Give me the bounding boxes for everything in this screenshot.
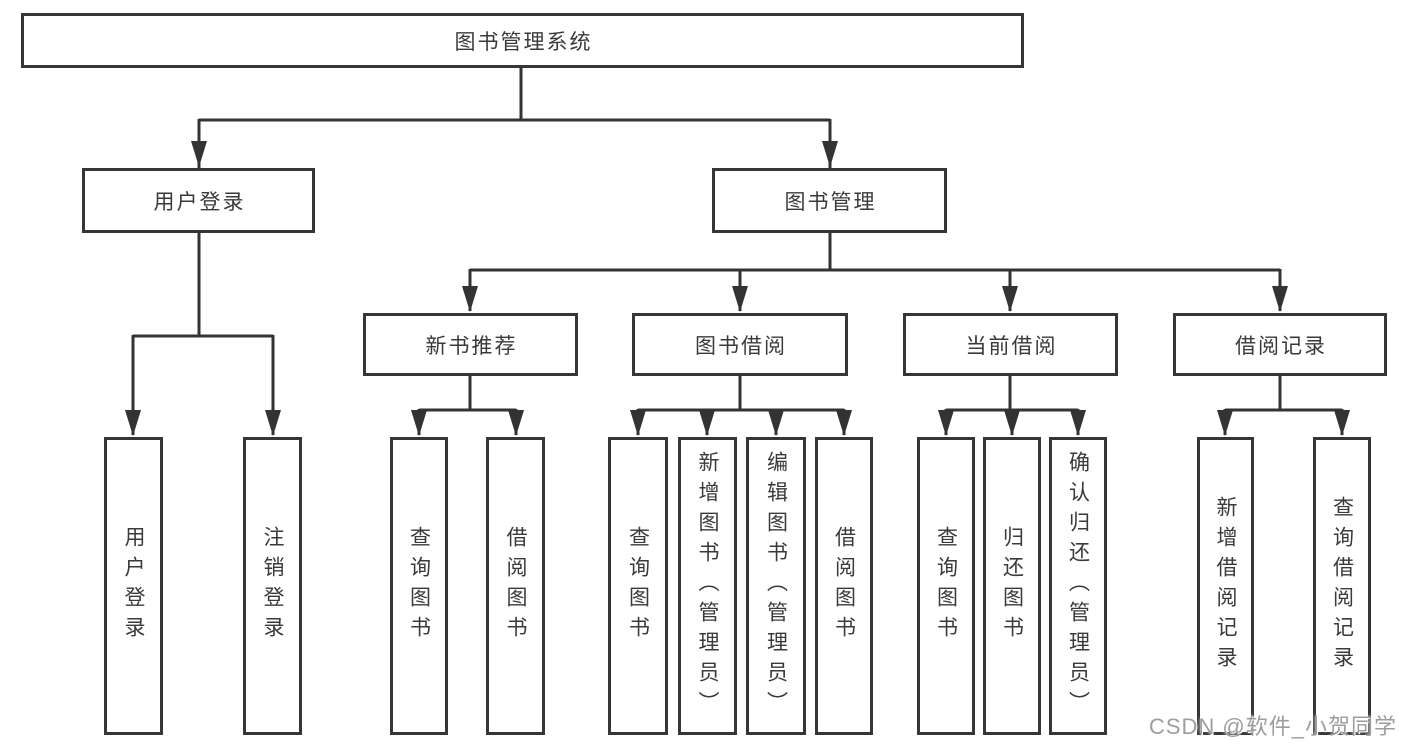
node-borrow-records: 借阅记录 [1173,313,1387,376]
node-label: 新增图书（管理员） [696,451,719,721]
node-current-borrow: 当前借阅 [903,313,1118,376]
leaf-logout: 注销登录 [243,437,302,735]
node-label: 用户登录 [153,190,246,214]
leaf-query-books-borrow: 查询图书 [608,437,668,735]
node-label: 当前借阅 [965,334,1058,358]
node-label: 编辑图书（管理员） [764,451,788,721]
leaf-borrow-books: 借阅图书 [815,437,873,735]
leaf-borrow-books-recommend: 借阅图书 [486,437,545,735]
node-label: 查询图书 [934,526,958,646]
node-label: 图书管理 [784,190,877,214]
leaf-return-books: 归还图书 [983,437,1041,735]
node-label: 借阅图书 [504,526,527,646]
leaf-add-borrow-record: 新增借阅记录 [1197,437,1254,735]
leaf-query-borrow-record: 查询借阅记录 [1313,437,1371,735]
leaf-user-login: 用户登录 [104,437,163,735]
node-label: 确认归还（管理员） [1066,451,1090,721]
leaf-edit-books-admin: 编辑图书（管理员） [746,437,806,735]
leaf-query-books-current: 查询图书 [917,437,975,735]
node-label: 查询图书 [407,526,431,646]
node-label: 借阅记录 [1235,334,1327,358]
node-user-login: 用户登录 [82,168,315,233]
node-label: 查询图书 [626,526,650,646]
leaf-confirm-return-admin: 确认归还（管理员） [1049,437,1107,735]
leaf-add-books-admin: 新增图书（管理员） [678,437,737,735]
arrowheads [125,141,1350,436]
node-label: 用户登录 [122,526,145,646]
node-new-book-recommend: 新书推荐 [363,313,578,376]
node-label: 查询借阅记录 [1330,496,1354,676]
node-label: 归还图书 [1000,526,1024,646]
node-label: 图书借阅 [695,334,787,358]
leaf-query-books-recommend: 查询图书 [390,437,448,735]
node-label: 注销登录 [261,526,284,646]
csdn-watermark: CSDN @软件_小贺同学 [1148,714,1397,739]
node-root-library-system: 图书管理系统 [21,13,1024,68]
node-label: 借阅图书 [832,526,856,646]
node-book-borrow: 图书借阅 [632,313,848,376]
node-label: 图书管理系统 [454,30,593,54]
node-label: 新书推荐 [425,334,518,358]
node-book-management: 图书管理 [712,168,947,233]
node-label: 新增借阅记录 [1214,496,1237,676]
